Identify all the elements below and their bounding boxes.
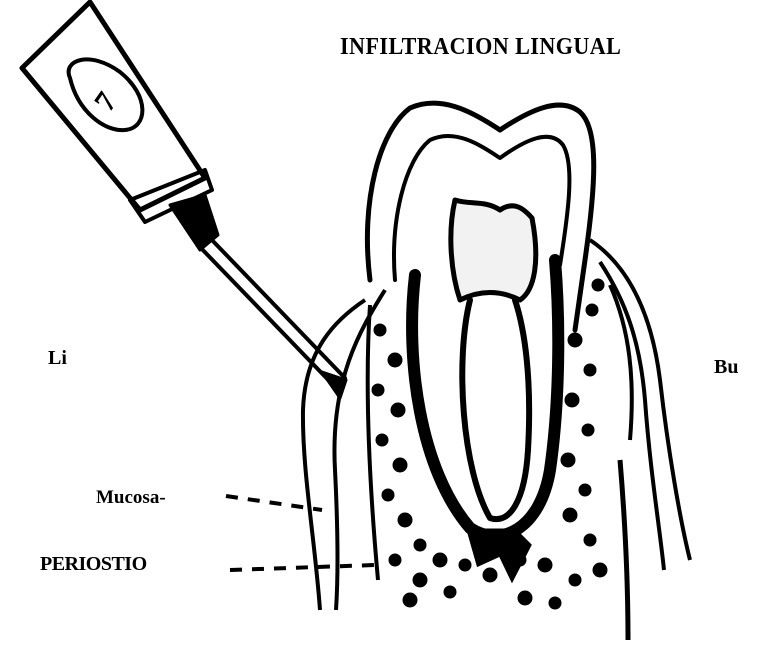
lingual-side-label: Li — [48, 347, 67, 370]
pulp-canal — [462, 300, 529, 519]
periostio-leader — [230, 565, 375, 570]
syringe — [22, 2, 346, 398]
leader-lines — [226, 496, 375, 570]
lingual-mucosa — [303, 290, 385, 610]
pulp-chamber — [451, 200, 536, 300]
syringe-hub — [170, 195, 218, 250]
diagram-title: INFILTRACION LINGUAL — [340, 34, 621, 61]
periostio-label: PERIOSTIO — [40, 553, 147, 576]
buccal-bone-edge — [620, 460, 628, 640]
buccal-mucosa — [590, 240, 690, 570]
root-apex-dark — [468, 530, 530, 580]
buccal-side-label: Bu — [714, 356, 738, 379]
mucosa-label: Mucosa- — [96, 487, 166, 509]
syringe-needle — [198, 238, 345, 390]
